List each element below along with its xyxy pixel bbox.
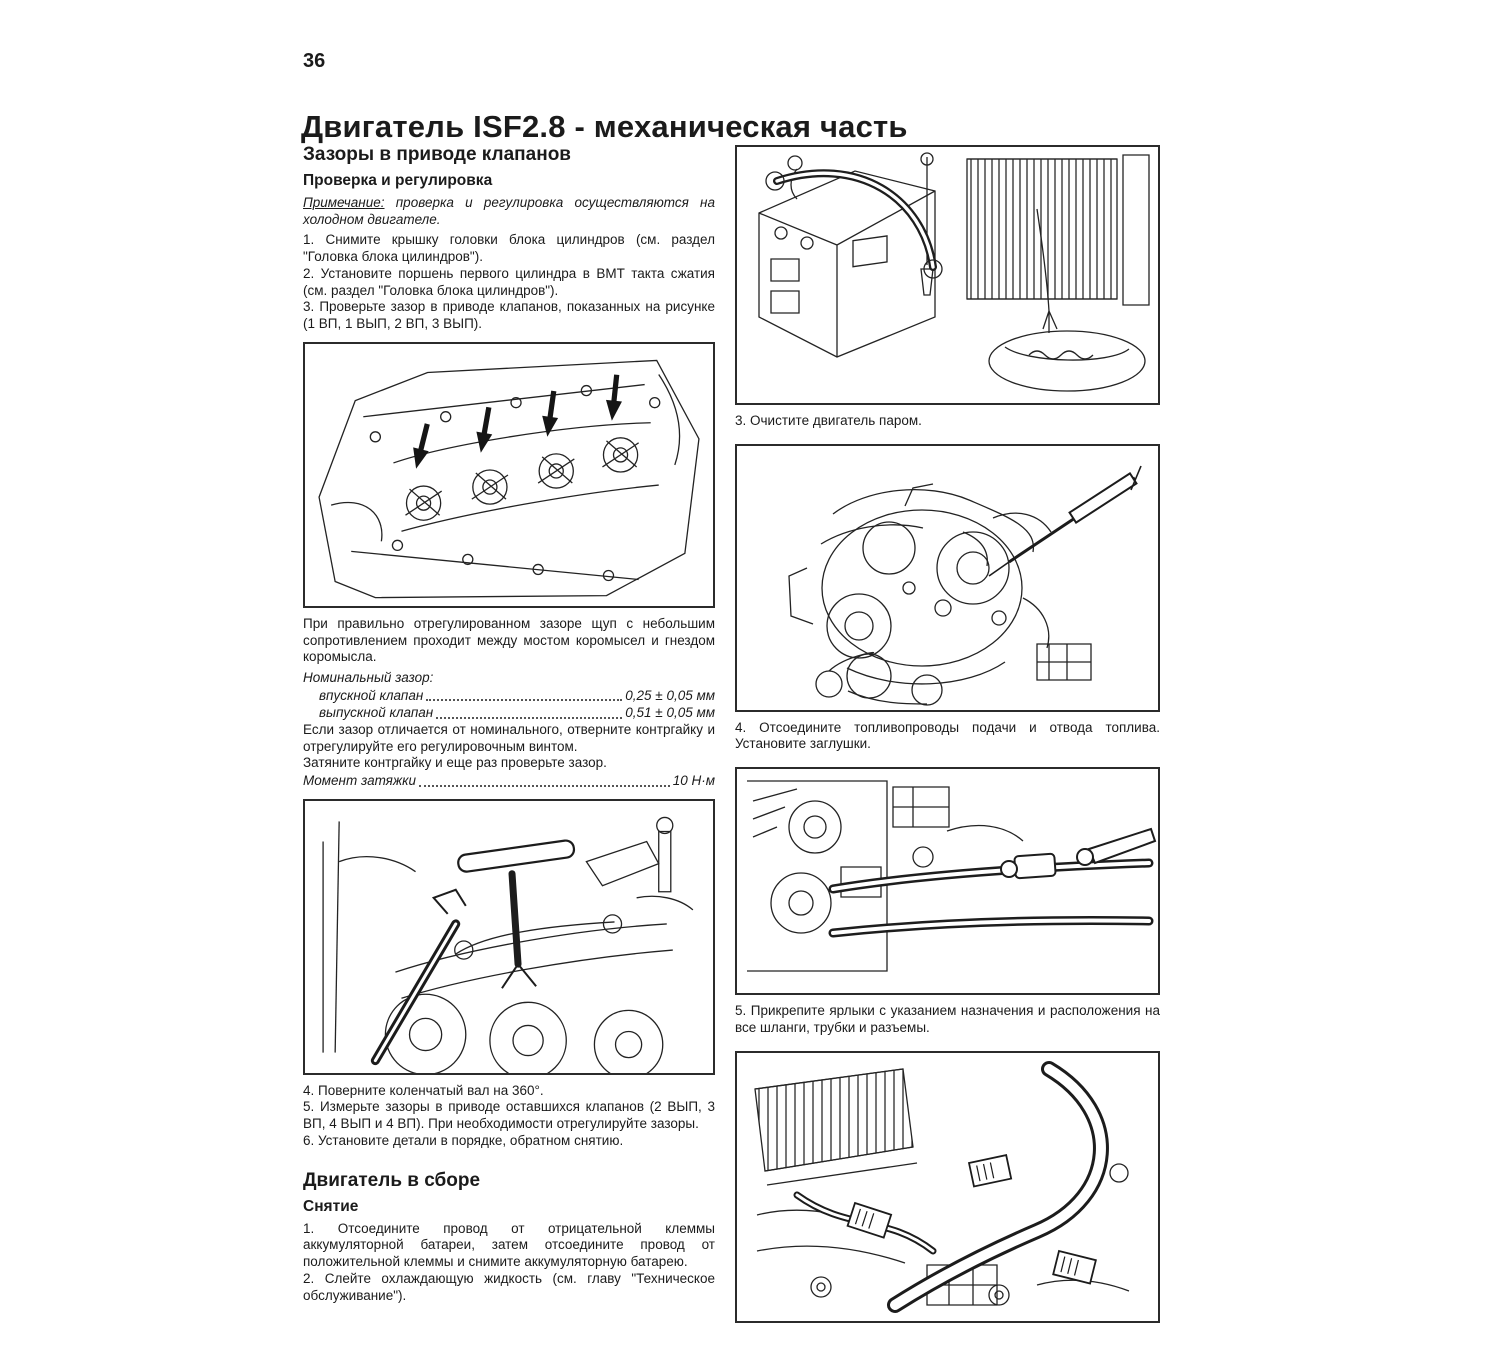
right-column: 3. Очистите двигатель паром. bbox=[735, 145, 1160, 1331]
removal-step-1: 1. Отсоедините провод от отрицательной к… bbox=[303, 1220, 715, 1270]
section-heading-valve-clearances: Зазоры в приводе клапанов bbox=[303, 144, 571, 165]
engine-assembly-illustration bbox=[737, 446, 1158, 710]
note-label: Примечание: bbox=[303, 195, 385, 210]
valve-adjustment-illustration bbox=[305, 801, 713, 1073]
section-heading-engine-assembly: Двигатель в сборе bbox=[303, 1169, 481, 1191]
hose-labels-illustration bbox=[737, 1053, 1158, 1321]
figure-steam-cleaning bbox=[735, 145, 1160, 405]
step-6: 6. Установите детали в порядке, обратном… bbox=[303, 1132, 624, 1148]
figure-caption-labels: 5. Прикрепите ярлыки с указанием назначе… bbox=[735, 1003, 1160, 1035]
section-subheading-check-adjust: Проверка и регулировка bbox=[303, 172, 493, 189]
note-text: проверка и регулировка осуществляются на… bbox=[303, 195, 715, 227]
page-title: Двигатель ISF2.8 - механическая часть bbox=[301, 108, 908, 144]
spec-row-intake: впускной клапан 0,25 ± 0,05 мм bbox=[303, 687, 715, 705]
torque-label: Момент затяжки bbox=[303, 773, 417, 789]
note-paragraph: Примечание: проверка и регулировка осуще… bbox=[303, 195, 715, 228]
spec-intake-label: впускной клапан bbox=[319, 687, 424, 703]
nominal-clearance-label: Номинальный зазор: bbox=[303, 670, 434, 686]
figure-hose-labels bbox=[735, 1050, 1160, 1323]
figure-valve-adjustment bbox=[303, 798, 715, 1075]
figure-valve-arrows bbox=[303, 341, 715, 608]
spec-exhaust-label: выпускной клапан bbox=[319, 705, 434, 721]
valve-head-illustration bbox=[305, 344, 713, 606]
step-4: 4. Поверните коленчатый вал на 360°. bbox=[303, 1082, 544, 1098]
step-3: 3. Проверьте зазор в приводе клапанов, п… bbox=[303, 299, 715, 332]
figure-engine-assembly bbox=[735, 443, 1160, 712]
section-subheading-removal: Снятие bbox=[303, 1197, 359, 1215]
dotted-leader bbox=[419, 784, 670, 787]
paragraph-feeler-gauge: При правильно отрегулированном зазоре щу… bbox=[303, 615, 715, 665]
figure-caption-fuel-lines: 4. Отсоедините топливопроводы подачи и о… bbox=[735, 719, 1160, 752]
dotted-leader bbox=[426, 699, 623, 702]
torque-value: 10 Н·м bbox=[672, 773, 715, 789]
step-5: 5. Измерьте зазоры в приводе оставшихся … bbox=[303, 1099, 715, 1132]
dotted-leader bbox=[436, 716, 623, 719]
paragraph-adjust: Если зазор отличается от номинального, о… bbox=[303, 721, 715, 754]
figure-fuel-lines bbox=[735, 767, 1160, 996]
spec-intake-value: 0,25 ± 0,05 мм bbox=[625, 687, 715, 703]
spec-exhaust-value: 0,51 ± 0,05 мм bbox=[625, 705, 715, 721]
figure-caption-steam: 3. Очистите двигатель паром. bbox=[735, 413, 922, 428]
steam-cleaning-illustration bbox=[737, 147, 1158, 403]
step-2: 2. Установите поршень первого цилиндра в… bbox=[303, 265, 715, 298]
page-number: 36 bbox=[303, 50, 326, 72]
left-column: Зазоры в приводе клапанов Проверка и рег… bbox=[303, 144, 715, 1304]
spec-row-exhaust: выпускной клапан 0,51 ± 0,05 мм bbox=[303, 704, 715, 722]
fuel-lines-illustration bbox=[737, 769, 1158, 993]
spec-row-torque: Момент затяжки 10 Н·м bbox=[303, 772, 715, 790]
step-1: 1. Снимите крышку головки блока цилиндро… bbox=[303, 232, 715, 265]
paragraph-tighten: Затяните контргайку и еще раз проверьте … bbox=[303, 755, 607, 771]
removal-step-2: 2. Слейте охлаждающую жидкость (см. глав… bbox=[303, 1270, 715, 1303]
